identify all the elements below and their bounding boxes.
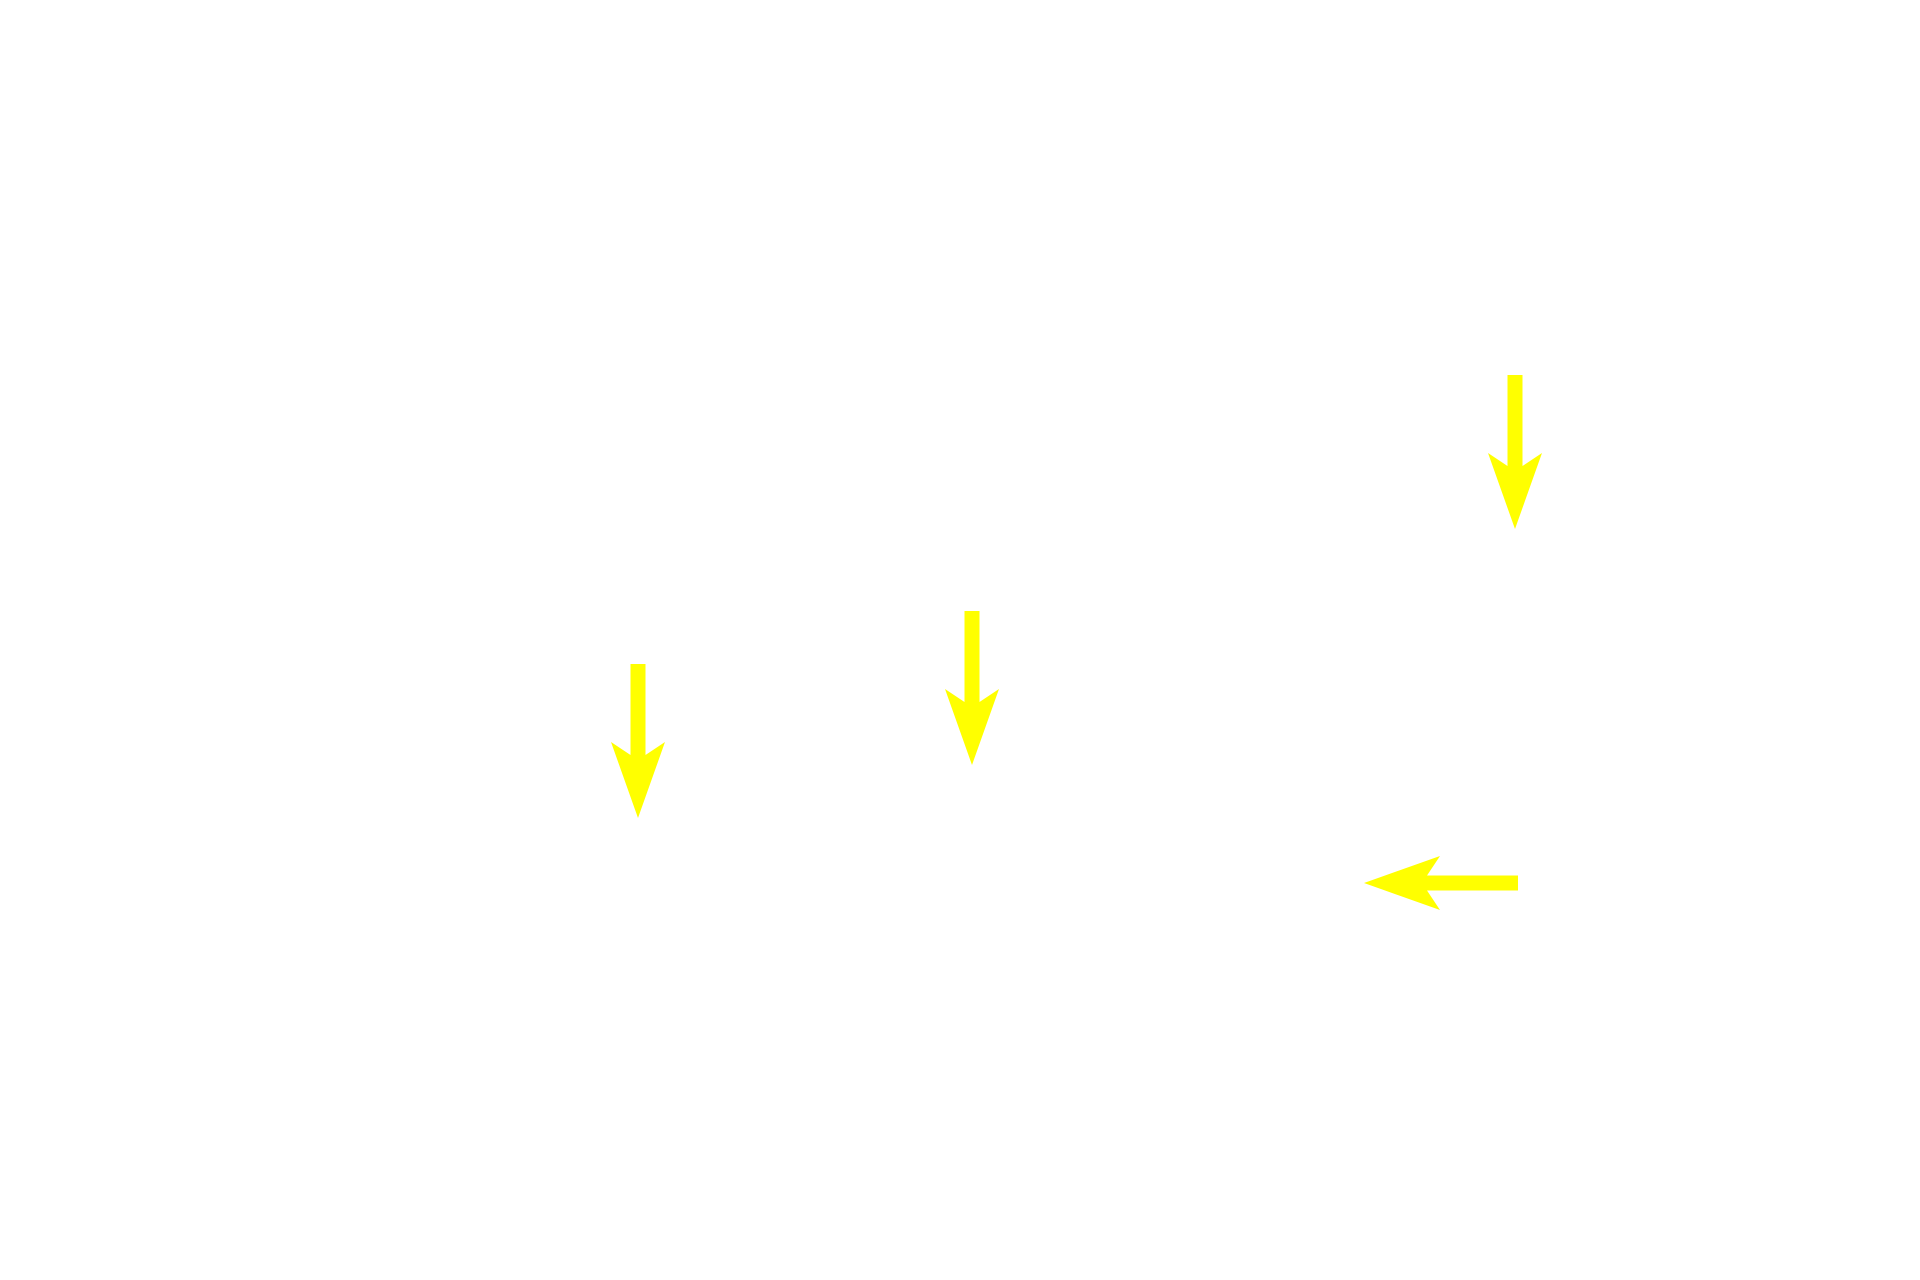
arrow-left-icon	[1364, 856, 1518, 910]
arrow-down-icon	[945, 611, 999, 765]
arrow-down-icon	[1488, 375, 1542, 529]
arrow-down-icon	[611, 664, 665, 818]
